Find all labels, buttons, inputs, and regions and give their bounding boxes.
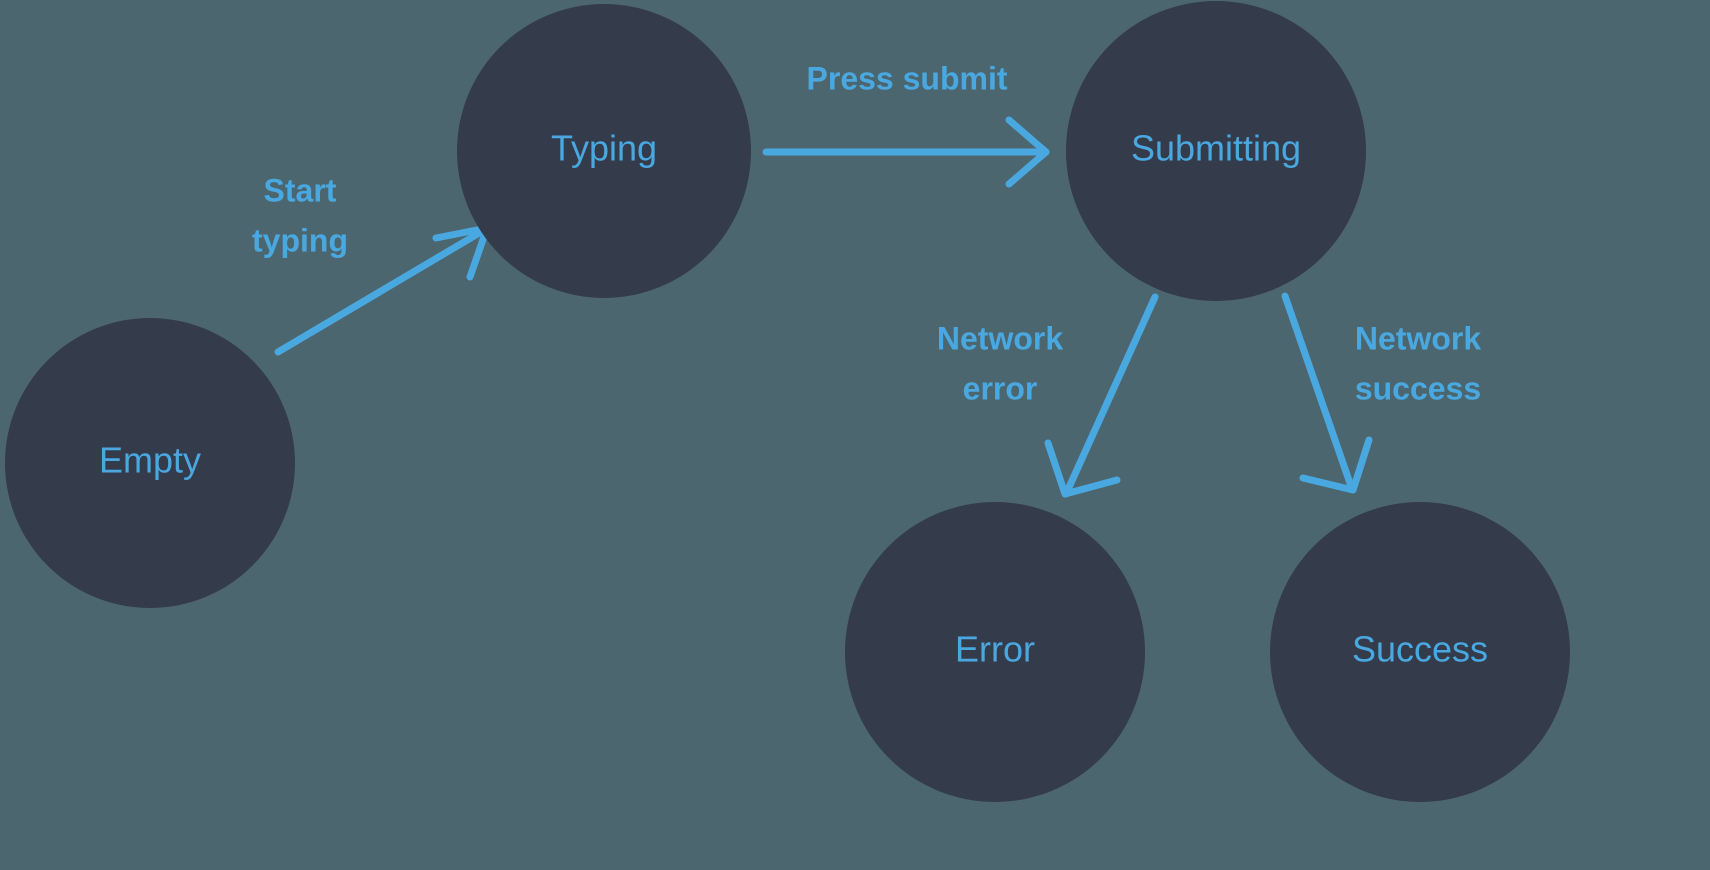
edge-label-network-error-line-2: error — [963, 370, 1038, 406]
edge-submitting-to-error-line — [1062, 293, 1159, 498]
state-node-success-circle — [1270, 502, 1570, 802]
edge-submitting-to-error[interactable] — [1044, 293, 1159, 498]
edge-label-press-submit: Press submit — [807, 60, 1008, 96]
state-node-submitting[interactable]: Submitting — [1066, 1, 1366, 301]
edge-submitting-to-success-arrowhead — [1299, 436, 1373, 494]
edge-empty-to-typing-line — [274, 225, 490, 356]
state-node-typing[interactable]: Typing — [457, 4, 751, 298]
state-node-empty-label: Empty — [99, 440, 201, 481]
state-node-typing-label: Typing — [551, 128, 657, 169]
edge-label-start-typing-line-2: typing — [252, 222, 348, 258]
edge-label-network-error: Network error — [937, 320, 1063, 406]
edge-label-network-success-line-2: success — [1355, 370, 1481, 406]
edge-label-network-success-line-1: Network — [1355, 320, 1481, 356]
state-node-empty[interactable]: Empty — [5, 318, 295, 608]
state-node-error-label: Error — [955, 629, 1035, 670]
edge-label-start-typing-line-1: Start — [264, 172, 337, 208]
state-node-typing-circle — [457, 4, 751, 298]
edge-label-network-success: Network success — [1355, 320, 1481, 406]
state-node-error-circle — [845, 502, 1145, 802]
edge-typing-to-submitting-arrowhead — [1005, 116, 1050, 188]
edge-label-start-typing: Start typing — [252, 172, 348, 258]
edge-submitting-to-error-arrowhead — [1044, 439, 1121, 498]
edge-label-press-submit-line-1: Press submit — [807, 60, 1008, 96]
state-node-error[interactable]: Error — [845, 502, 1145, 802]
edge-submitting-to-success[interactable] — [1281, 292, 1373, 494]
edge-typing-to-submitting[interactable] — [762, 116, 1050, 188]
edge-submitting-to-success-line — [1281, 292, 1356, 493]
state-node-success-label: Success — [1352, 629, 1488, 670]
state-node-success[interactable]: Success — [1270, 502, 1570, 802]
state-node-submitting-label: Submitting — [1131, 128, 1301, 169]
edge-label-network-error-line-1: Network — [937, 320, 1063, 356]
state-node-submitting-circle — [1066, 1, 1366, 301]
state-node-empty-circle — [5, 318, 295, 608]
